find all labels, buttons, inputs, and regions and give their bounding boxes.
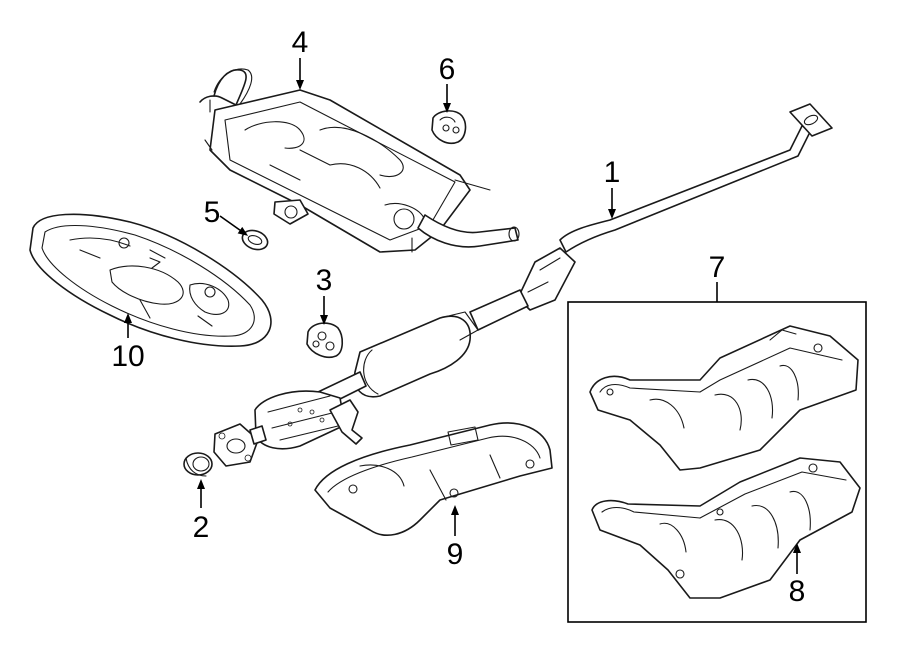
- callout-1-label[interactable]: 1: [604, 156, 621, 189]
- front-catalyst-section[interactable]: [213, 390, 363, 467]
- part-3-hanger[interactable]: [306, 322, 344, 359]
- callout-10-label[interactable]: 10: [111, 340, 144, 373]
- part-5-gasket[interactable]: [240, 227, 271, 253]
- part-2-gasket[interactable]: [183, 452, 213, 477]
- callout-5-leader: [219, 215, 249, 236]
- callout-8-label[interactable]: 8: [789, 575, 806, 608]
- callout-2-label[interactable]: 2: [193, 511, 210, 544]
- callout-9-label[interactable]: 9: [447, 538, 464, 571]
- part-4-muffler[interactable]: [199, 68, 520, 253]
- callout-3-label[interactable]: 3: [316, 264, 333, 297]
- part-8-lower-shield[interactable]: [591, 457, 861, 599]
- callout-7-label[interactable]: 7: [709, 251, 726, 284]
- callout-6-label[interactable]: 6: [439, 53, 456, 86]
- callout-5-label[interactable]: 5: [204, 196, 221, 229]
- part-7-upper-shield[interactable]: [589, 325, 859, 471]
- callout-4-label[interactable]: 4: [292, 26, 309, 59]
- part-9-heat-shield[interactable]: [314, 422, 553, 536]
- part-6-hanger[interactable]: [431, 110, 467, 145]
- part-10-heat-shield[interactable]: [29, 213, 272, 347]
- part-1-center-pipe[interactable]: [317, 103, 833, 407]
